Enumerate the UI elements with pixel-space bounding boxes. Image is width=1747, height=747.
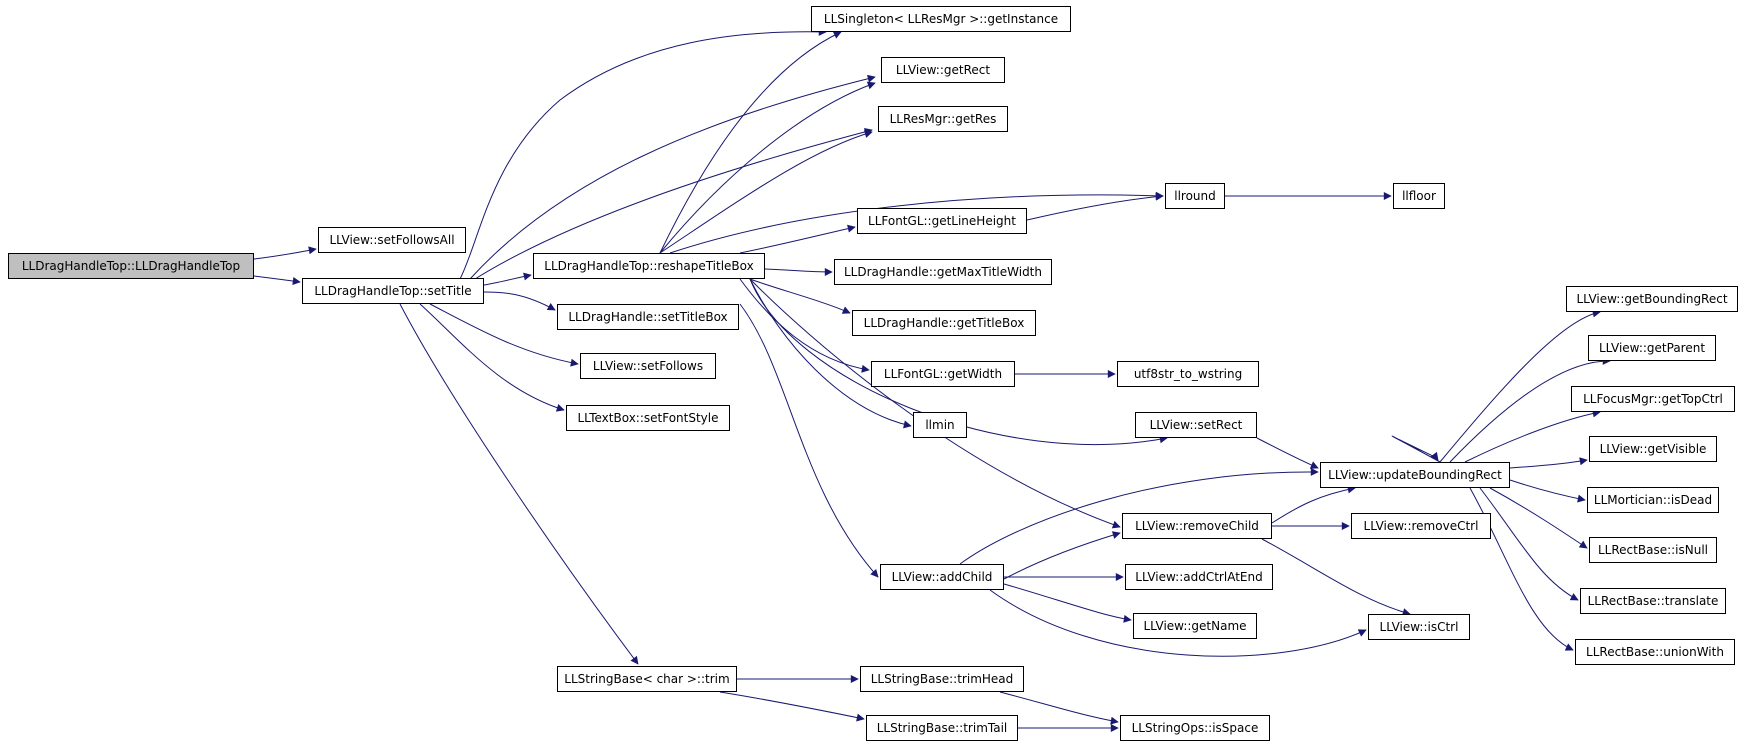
function-node-trim-head[interactable]: LLStringBase::trimHead — [860, 666, 1024, 692]
call-edge — [739, 303, 879, 578]
call-edge — [1261, 538, 1411, 616]
function-node-get-max-title-width[interactable]: LLDragHandle::getMaxTitleWidth — [834, 259, 1052, 285]
call-edge — [1509, 479, 1586, 503]
function-node-translate[interactable]: LLRectBase::translate — [1580, 588, 1726, 614]
call-edge — [1256, 437, 1319, 469]
call-edge — [659, 81, 876, 254]
call-edge — [749, 278, 1168, 446]
call-edge — [1439, 309, 1601, 463]
function-node-get-top-ctrl[interactable]: LLFocusMgr::getTopCtrl — [1571, 386, 1735, 412]
function-node-trim[interactable]: LLStringBase< char >::trim — [557, 666, 737, 692]
call-edge — [659, 130, 873, 254]
function-node-is-dead[interactable]: LLMortician::isDead — [1587, 487, 1719, 513]
function-node-get-width[interactable]: LLFontGL::getWidth — [871, 361, 1015, 387]
function-node-get-bounding-rect[interactable]: LLView::getBoundingRect — [1566, 286, 1738, 312]
function-node-get-line-height[interactable]: LLFontGL::getLineHeight — [857, 208, 1027, 234]
call-edge — [669, 191, 1164, 254]
function-node-utf8str[interactable]: utf8str_to_wstring — [1117, 361, 1259, 387]
call-edge — [1449, 356, 1611, 463]
function-node-set-title[interactable]: LLDragHandleTop::setTitle — [302, 278, 484, 304]
function-node-reshape-title-box[interactable]: LLDragHandleTop::reshapeTitleBox — [533, 253, 765, 279]
call-edge — [469, 74, 876, 280]
function-node-add-ctrl-at-end[interactable]: LLView::addCtrlAtEnd — [1125, 564, 1273, 590]
call-edge — [474, 127, 873, 280]
function-node-llmin[interactable]: llmin — [913, 412, 967, 438]
function-node-set-title-box[interactable]: LLDragHandle::setTitleBox — [557, 304, 739, 330]
call-edge — [419, 303, 565, 412]
function-node-is-ctrl[interactable]: LLView::isCtrl — [1368, 614, 1470, 640]
call-edge — [429, 303, 579, 367]
call-edge — [959, 467, 1319, 565]
function-node-add-child[interactable]: LLView::addChild — [880, 564, 1004, 590]
call-edge — [1026, 192, 1164, 221]
function-node-is-space[interactable]: LLStringOps::isSpace — [1120, 715, 1270, 741]
call-edge — [739, 224, 856, 254]
call-edge — [1479, 487, 1579, 601]
function-node-get-parent[interactable]: LLView::getParent — [1588, 335, 1716, 361]
function-node-llfloor[interactable]: llfloor — [1393, 183, 1445, 209]
function-node-get-res[interactable]: LLResMgr::getRes — [878, 106, 1008, 132]
function-node-set-rect[interactable]: LLView::setRect — [1135, 412, 1257, 438]
call-edge — [739, 278, 870, 373]
call-edge — [764, 267, 833, 276]
call-edge — [1391, 435, 1441, 463]
function-node-set-font-style[interactable]: LLTextBox::setFontStyle — [566, 405, 730, 431]
call-edge — [483, 272, 532, 286]
function-node-is-null[interactable]: LLRectBase::isNull — [1589, 537, 1717, 563]
function-node-get-title-box[interactable]: LLDragHandle::getTitleBox — [852, 310, 1036, 336]
root-function-node: LLDragHandleTop::LLDragHandleTop — [8, 253, 254, 279]
function-node-get-visible[interactable]: LLView::getVisible — [1589, 436, 1717, 462]
function-node-trim-tail[interactable]: LLStringBase::trimTail — [866, 715, 1018, 741]
function-node-llround[interactable]: llround — [1165, 183, 1225, 209]
call-edge — [1003, 531, 1121, 580]
call-edge — [719, 691, 865, 722]
function-node-get-rect[interactable]: LLView::getRect — [881, 57, 1005, 83]
function-node-set-follows[interactable]: LLView::setFollows — [580, 353, 716, 379]
function-node-get-name[interactable]: LLView::getName — [1133, 613, 1257, 639]
call-edge — [1271, 485, 1356, 524]
function-node-set-follows-all[interactable]: LLView::setFollowsAll — [318, 227, 466, 253]
call-edge — [1464, 409, 1601, 463]
call-edge — [659, 31, 842, 254]
function-node-singleton[interactable]: LLSingleton< LLResMgr >::getInstance — [811, 6, 1071, 32]
call-edge — [1003, 583, 1132, 623]
call-edge — [749, 278, 1121, 529]
function-node-union-with[interactable]: LLRectBase::unionWith — [1575, 639, 1735, 665]
call-edge — [253, 246, 317, 260]
call-edge — [399, 303, 639, 665]
function-node-remove-child[interactable]: LLView::removeChild — [1122, 513, 1272, 539]
call-edge — [1489, 487, 1588, 549]
call-edge — [459, 27, 827, 280]
call-edge — [483, 291, 556, 311]
call-edge — [1509, 457, 1588, 469]
function-node-remove-ctrl[interactable]: LLView::removeCtrl — [1351, 513, 1491, 539]
function-node-update-bounding-rect[interactable]: LLView::updateBoundingRect — [1320, 462, 1510, 488]
call-edge — [989, 589, 1367, 657]
call-edge — [749, 278, 851, 314]
call-edge — [253, 275, 301, 285]
call-edge — [999, 691, 1119, 725]
